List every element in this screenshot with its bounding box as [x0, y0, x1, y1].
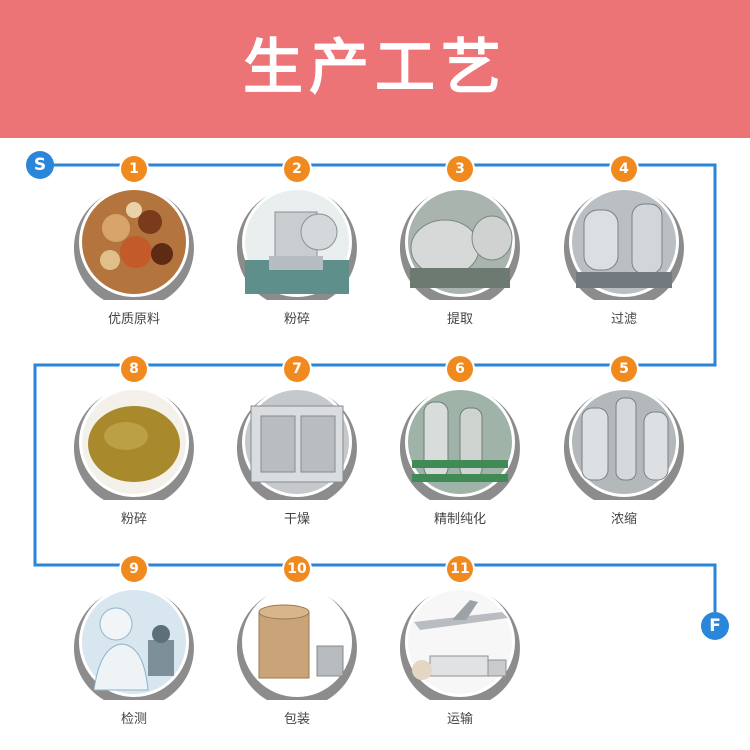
- step-number-badge: 6: [447, 356, 473, 382]
- step-number-badge: 10: [284, 556, 310, 582]
- finish-marker: F: [701, 612, 729, 640]
- step-label: 浓缩: [610, 512, 637, 527]
- step-number-badge: 4: [611, 156, 637, 182]
- extraction-tanks-icon: [399, 187, 520, 300]
- step-number-badge: 7: [284, 356, 310, 382]
- step-label: 运输: [446, 712, 473, 727]
- title-banner: 生产工艺: [0, 0, 750, 138]
- step-label: 精制纯化: [433, 512, 486, 527]
- filter-equipment-icon: [563, 187, 684, 300]
- step-label: 检测: [120, 712, 147, 727]
- step-number-badge: 2: [284, 156, 310, 182]
- step-number-badge: 8: [121, 356, 147, 382]
- step-number-badge: 1: [121, 156, 147, 182]
- powder-icon: [73, 387, 194, 500]
- step-label: 粉碎: [283, 312, 310, 327]
- start-marker: S: [26, 151, 54, 179]
- packaging-drum-icon: [236, 587, 357, 700]
- lab-testing-icon: [73, 587, 194, 700]
- concentrator-icon: [563, 387, 684, 500]
- step-number-badge: 5: [611, 356, 637, 382]
- step-number-badge: 11: [447, 556, 473, 582]
- step-label: 干燥: [283, 512, 310, 527]
- step-label: 优质原料: [107, 312, 160, 327]
- step-label: 粉碎: [120, 512, 147, 527]
- step-label: 包装: [283, 712, 310, 727]
- raw-materials-icon: [73, 187, 194, 300]
- step-label: 提取: [446, 312, 473, 327]
- crusher-machine-icon: [236, 187, 357, 300]
- step-label: 过滤: [610, 312, 637, 327]
- dryer-icon: [236, 387, 357, 500]
- page-title: 生产工艺: [243, 33, 507, 103]
- step-number-badge: 3: [447, 156, 473, 182]
- purification-equipment-icon: [399, 387, 520, 500]
- step-number-badge: 9: [121, 556, 147, 582]
- transport-icon: [399, 587, 520, 700]
